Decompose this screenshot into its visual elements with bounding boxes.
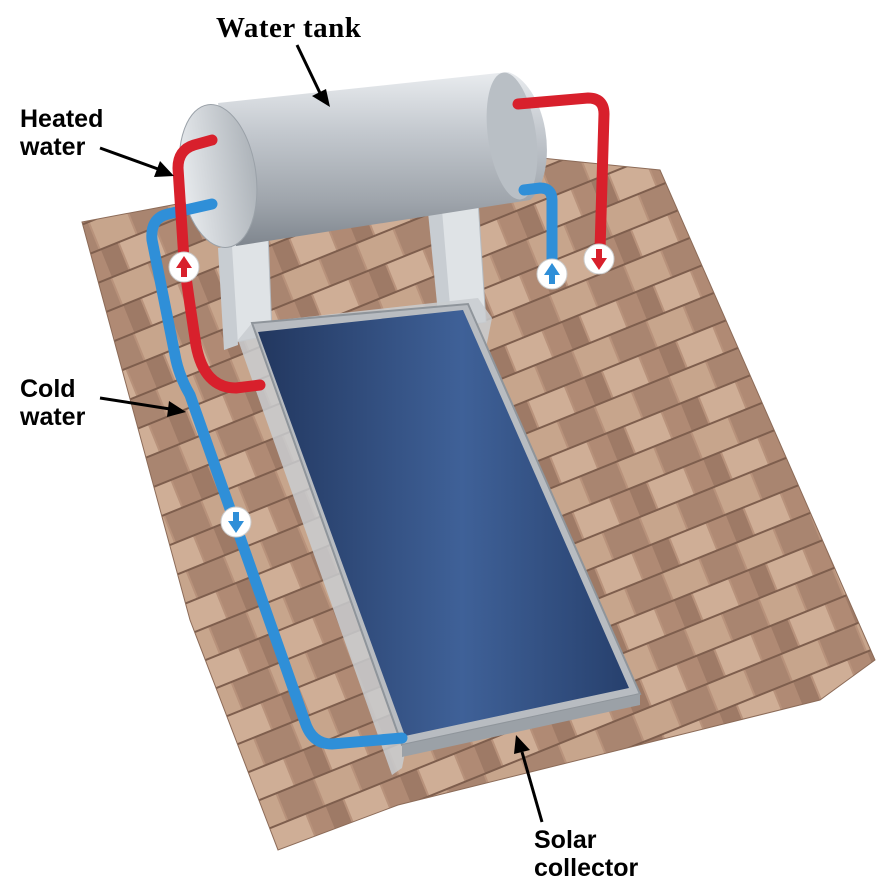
solar-collector-panel — [238, 298, 642, 775]
solar-collector-label: Solar collector — [534, 826, 638, 882]
arrow-down-icon — [583, 243, 615, 275]
tank-supports — [218, 199, 487, 350]
heated-water-label-line1: Heated — [20, 105, 104, 133]
heated-water-label: Heated water — [20, 105, 103, 161]
arrow-up-icon — [536, 258, 568, 290]
arrow-up-icon — [168, 251, 200, 283]
solar-collector-label-line1: Solar — [534, 826, 597, 854]
heated-water-return-pipe — [512, 92, 610, 256]
heated-water-pipe — [172, 134, 266, 394]
cold-water-label-line1: Cold — [20, 375, 76, 403]
water-tank-label: Water tank — [216, 12, 362, 44]
label-leader-arrows — [99, 44, 544, 823]
heated-water-label-line2: water — [20, 133, 86, 161]
cold-water-pipe — [146, 198, 408, 750]
solar-collector-label-line2: collector — [534, 854, 639, 882]
arrow-down-icon — [220, 506, 252, 538]
cold-water-return-pipe — [518, 182, 558, 268]
cold-water-label: Cold water — [20, 375, 85, 431]
cold-water-label-line2: water — [20, 403, 86, 431]
